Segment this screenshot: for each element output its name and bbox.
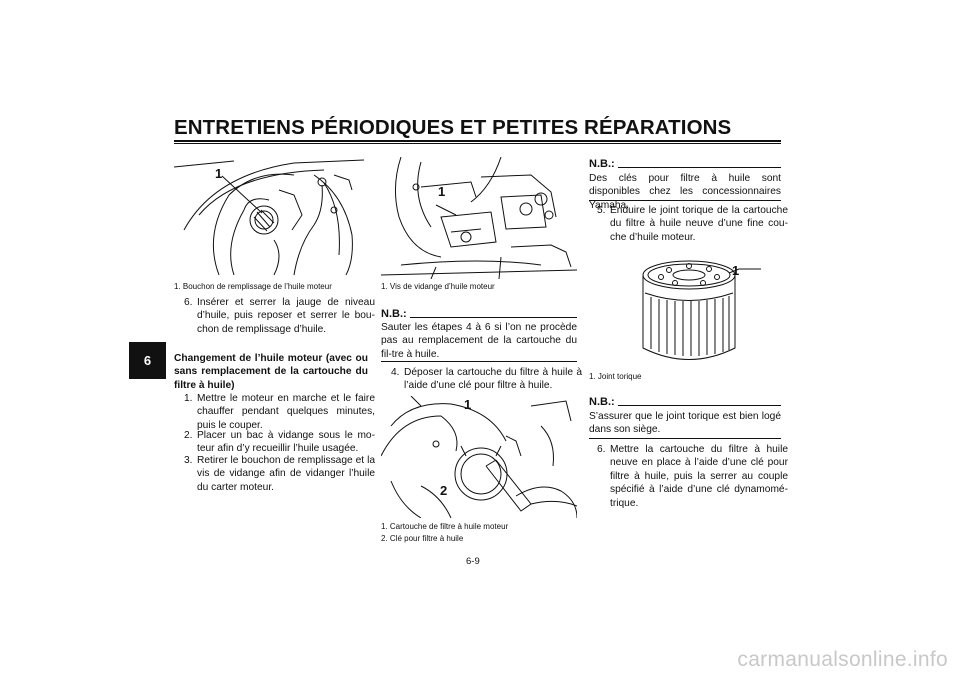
step-number: 5.	[597, 205, 606, 216]
step-text: Retirer le bouchon de remplissage et la …	[197, 455, 375, 493]
oil-filler-cap-illustration	[174, 159, 365, 276]
page-number: 6-9	[466, 556, 480, 567]
caption-drain-bolt: 1. Vis de vidange d’huile moteur	[381, 282, 495, 291]
step-4: 4. Déposer la cartouche du filtre à huil…	[391, 366, 582, 394]
nb-rule-bottom	[589, 200, 781, 201]
nb-rule-top	[618, 405, 781, 406]
step-3: 3. Retirer le bouchon de remplissage et …	[184, 454, 375, 494]
figure-label-oring: 1	[732, 263, 740, 278]
nb-rule-bottom	[589, 438, 781, 439]
step-text: Mettre la cartouche du filtre à huile ne…	[610, 444, 788, 509]
step-5: 5. Enduire le joint torique de la cartou…	[597, 204, 788, 246]
step-number: 1.	[184, 393, 193, 404]
oil-filter-oring-illustration	[642, 260, 761, 360]
step-number: 3.	[184, 455, 193, 466]
title-rule	[174, 140, 781, 142]
nb-rule-bottom	[381, 361, 577, 362]
figure-label-1: 1	[215, 166, 223, 181]
chapter-tab: 6	[129, 342, 166, 379]
filter-wrench-illustration	[381, 396, 577, 518]
section-heading: Changement de l’huile moteur (avec ou sa…	[174, 353, 368, 391]
caption-filter-wrench: 2. Clé pour filtre à huile	[381, 534, 464, 543]
step-1: 1. Mettre le moteur en marche et le fair…	[184, 392, 375, 432]
nb-rule-top	[618, 167, 781, 168]
step-number: 6.	[597, 444, 606, 455]
step-text: Enduire le joint torique de la cartouche…	[610, 205, 788, 243]
nb-text: S’assurer que le joint torique est bien …	[589, 411, 781, 436]
drain-bolt-illustration	[381, 157, 577, 279]
caption-oring: 1. Joint torique	[589, 372, 642, 381]
caption-oil-filler-cap: 1. Bouchon de remplissage de l’huile mot…	[174, 282, 332, 291]
nb-rule-top	[410, 317, 577, 318]
nb-heading: N.B.:	[381, 308, 407, 320]
page-title: ENTRETIENS PÉRIODIQUES ET PETITES RÉPARA…	[174, 116, 732, 139]
figure-label-drain-bolt: 1	[438, 184, 446, 199]
step-text: Mettre le moteur en marche et le faire c…	[197, 393, 375, 431]
watermark: carmanualsonline.info	[737, 648, 948, 671]
step-text: Déposer la cartouche du filtre à huile à…	[404, 367, 582, 392]
nb-heading: N.B.:	[589, 396, 615, 408]
step-6-col1: 6. Insérer et serrer la jauge de niveau …	[184, 296, 375, 338]
step-number: 4.	[391, 367, 400, 378]
title-rule-thin	[174, 143, 781, 144]
step-6-col3: 6. Mettre la cartouche du filtre à huile…	[597, 443, 788, 513]
nb-text: Sauter les étapes 4 à 6 si l’on ne procè…	[381, 322, 577, 360]
step-text: Placer un bac à vidange sous le mo-teur …	[197, 430, 375, 455]
caption-filter-cartridge: 1. Cartouche de filtre à huile moteur	[381, 522, 509, 531]
step-number: 6.	[184, 297, 193, 308]
step-number: 2.	[184, 430, 193, 441]
figure-label-filter-cartridge: 1	[464, 397, 472, 412]
nb-heading: N.B.:	[589, 158, 615, 170]
figure-label-filter-wrench: 2	[440, 483, 448, 498]
step-2: 2. Placer un bac à vidange sous le mo-te…	[184, 429, 375, 457]
step-text: Insérer et serrer la jauge de niveau d’h…	[197, 297, 375, 335]
nb-text: Des clés pour filtre à huile sont dispon…	[589, 173, 781, 211]
